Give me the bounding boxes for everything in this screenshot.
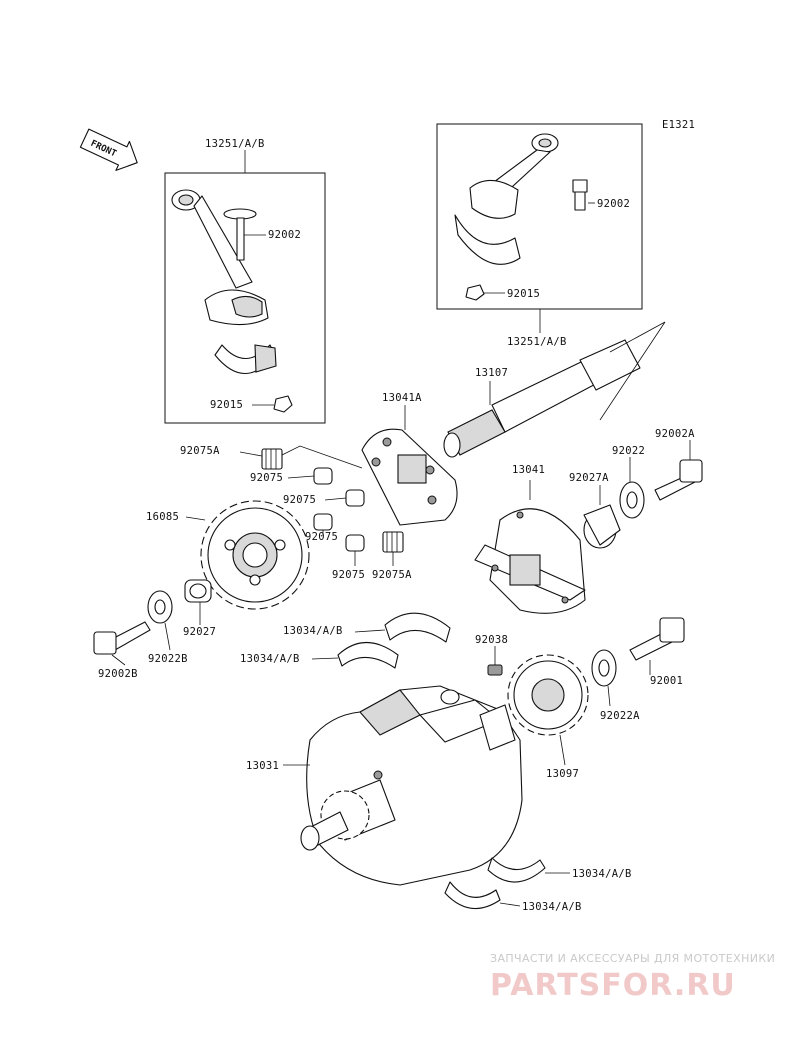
bolt-left: [223, 208, 266, 261]
label-shaft: 13107: [475, 367, 508, 379]
bearing-2: [337, 642, 399, 669]
label-bolt-right: 92002: [597, 198, 630, 210]
label-washer-left: 92022B: [148, 653, 188, 665]
connecting-rod-left: [171, 189, 269, 326]
pin-92075a-lower: [382, 531, 404, 553]
collar-2: [345, 489, 365, 507]
collar-3: [313, 513, 333, 531]
label-plate: 13041: [512, 464, 545, 476]
bolt-left-bottom: [93, 621, 151, 655]
front-arrow-icon: FRONT: [79, 128, 138, 171]
label-washer-right: 92022: [612, 445, 645, 457]
label-gear-plate: 13041A: [382, 392, 422, 404]
watermark-logo: PARTSFOR.RU: [490, 968, 736, 1003]
label-pin-a: 92075A: [180, 445, 220, 457]
crank-gear: [507, 654, 589, 736]
nut-left: [273, 395, 293, 413]
nut-right: [465, 284, 485, 301]
bearing-4: [444, 881, 501, 910]
bolt-gear: [629, 617, 685, 661]
label-nut-right: 92015: [507, 288, 540, 300]
bearing-1: [384, 612, 451, 643]
label-bolt-right-top: 92002A: [655, 428, 695, 440]
shaft: [443, 339, 641, 458]
label-bolt-left-bottom: 92002B: [98, 668, 138, 680]
watermark-caption: ЗАПЧАСТИ И АКСЕССУАРЫ ДЛЯ МОТОТЕХНИКИ: [490, 952, 775, 965]
bolt-right-top: [654, 459, 703, 501]
bolt-right: [572, 179, 588, 211]
crankshaft: [300, 685, 523, 886]
spacer-right: [583, 504, 621, 549]
label-key: 92038: [475, 634, 508, 646]
label-crank-gear: 13097: [546, 768, 579, 780]
label-collar-3: 92075: [305, 531, 338, 543]
label-bearing-2: 13034/A/B: [240, 653, 300, 665]
label-rod-right: 13251/A/B: [507, 336, 567, 348]
washer-gear: [591, 649, 617, 687]
right-rod-box: [436, 123, 643, 310]
label-spacer-left: 92027: [183, 626, 216, 638]
rod-cap-left: [214, 344, 277, 375]
gear-plate-13041a: [361, 428, 458, 526]
sprocket: [200, 500, 310, 610]
collar-4: [345, 534, 365, 552]
diagram-code: E1321: [662, 119, 695, 131]
label-bolt-left: 92002: [268, 229, 301, 241]
label-collar-4: 92075: [332, 569, 365, 581]
washer-left: [147, 590, 173, 624]
label-washer-gear: 92022A: [600, 710, 640, 722]
connecting-rod-right: [454, 133, 559, 265]
label-spacer-right: 92027A: [569, 472, 609, 484]
collar-1: [313, 467, 333, 485]
spacer-left: [184, 579, 212, 603]
washer-right: [619, 481, 645, 519]
label-bearing-1: 13034/A/B: [283, 625, 343, 637]
label-bolt-gear: 92001: [650, 675, 683, 687]
label-crankshaft: 13031: [246, 760, 279, 772]
bearing-3: [487, 857, 546, 883]
label-pin-b: 92075A: [372, 569, 412, 581]
pin-92075a-upper: [261, 448, 283, 470]
label-sprocket: 16085: [146, 511, 179, 523]
key-92038: [487, 664, 503, 676]
label-nut-left: 92015: [210, 399, 243, 411]
label-rod-left: 13251/A/B: [205, 138, 265, 150]
label-bearing-4: 13034/A/B: [522, 901, 582, 913]
label-collar-1: 92075: [250, 472, 283, 484]
label-bearing-3: 13034/A/B: [572, 868, 632, 880]
label-collar-2: 92075: [283, 494, 316, 506]
plate-13041: [474, 508, 586, 614]
